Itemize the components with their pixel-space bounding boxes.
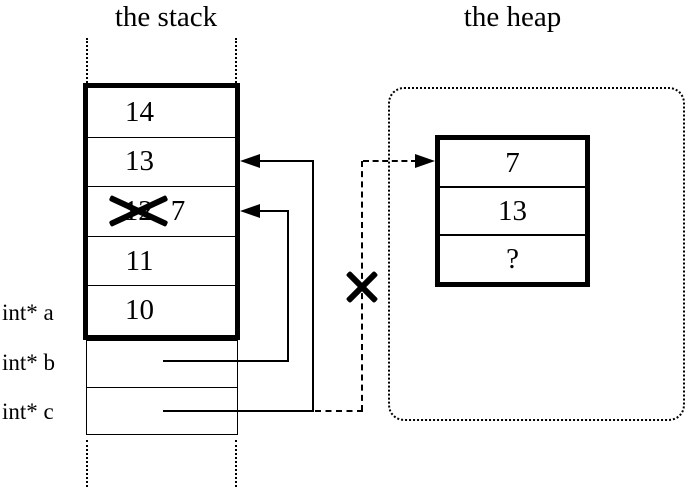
heap-cell-1: 13 [440,188,585,236]
stack-cell-10: 10 [88,286,235,335]
stack-cell-13: 13 [88,138,235,188]
heap-cell-2: ? [440,236,585,282]
stack-cell-value: 14 [125,95,154,128]
stack-cell-value: 13 [125,145,154,178]
stack-continuation-dots-bottom-left [86,440,88,487]
pointer-b-line-from-slot [163,360,289,362]
heap-block-box: 7 13 ? [435,135,590,287]
stack-title: the stack [114,1,218,33]
stack-continuation-dots-top-left [86,38,88,83]
stack-cell-value: 11 [125,244,154,277]
stack-cell-value: 10 [125,294,154,327]
stack-continuation-dots-bottom-right [235,440,237,487]
arrowhead-left-icon [240,204,260,218]
heap-title: the heap [463,1,562,33]
arrowhead-right-icon [415,154,435,168]
pointer-slot-box [86,340,238,435]
dangling-pointer-dash-top [363,160,417,162]
pointer-slot-b [87,341,237,388]
heap-region-outline [388,87,685,421]
dangling-pointer-dash-bottom [315,410,363,412]
crossed-old-value-wrap: 12 [108,195,169,228]
heap-cell-value: 13 [498,194,527,227]
stack-frame-box: 14 13 12 7 11 10 [83,83,240,340]
stack-cell-12-overwritten: 12 7 [88,187,235,237]
pointer-c-line-from-slot [163,410,314,412]
stack-continuation-dots-top-right [235,38,237,83]
pointer-b-line-top [256,210,289,212]
heap-cell-0: 7 [440,140,585,188]
replacement-value: 7 [170,194,186,227]
pointer-c-line-top [256,160,314,162]
arrowhead-left-icon [240,154,260,168]
pointer-b-line-vertical [287,210,289,362]
heap-cell-value: 7 [505,146,520,179]
heap-cell-value: ? [506,242,519,275]
var-label-c: int* c [2,399,54,424]
dangling-pointer-x-icon [345,270,379,304]
var-label-a: int* a [2,300,54,325]
pointer-c-line-vertical [312,160,314,412]
stack-cell-11: 11 [88,237,235,287]
var-label-b: int* b [2,350,56,375]
stack-cell-14: 14 [88,88,235,138]
